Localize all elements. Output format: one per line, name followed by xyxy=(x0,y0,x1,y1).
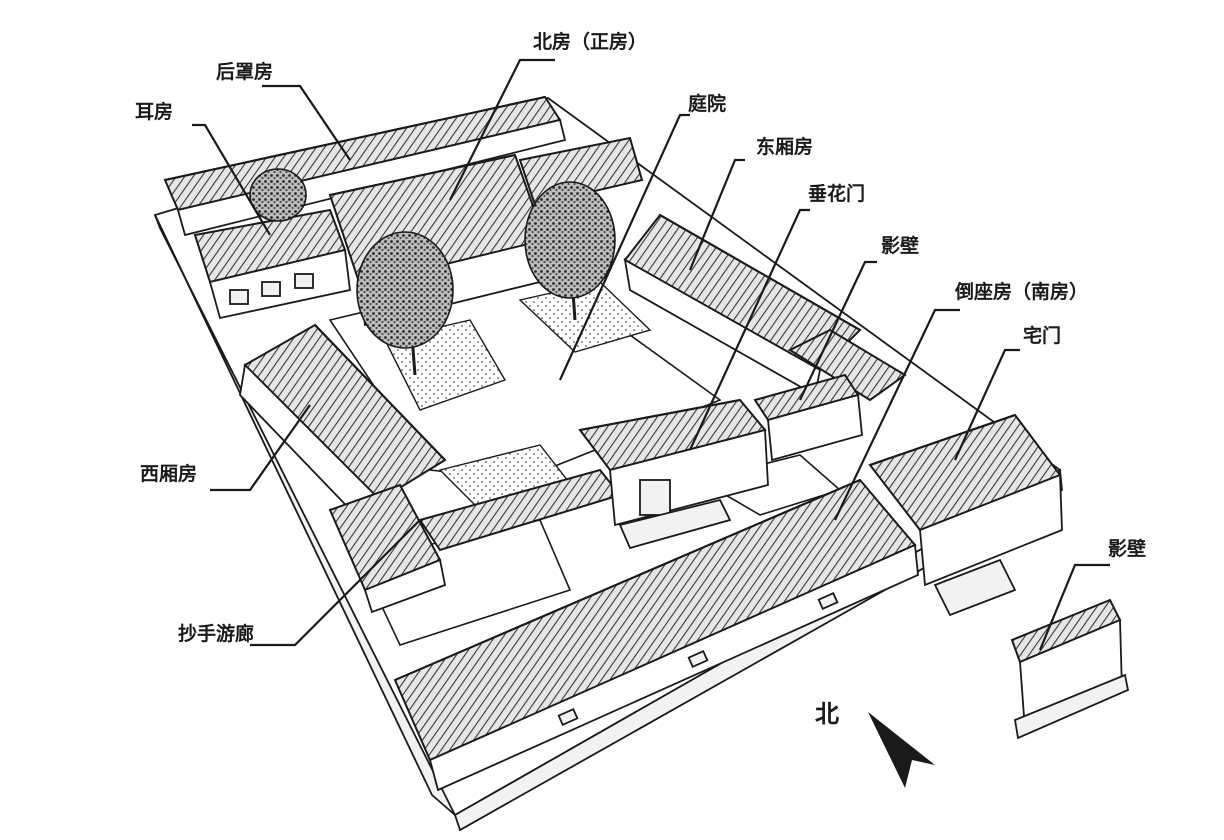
labels: 北房（正房） 后罩房 耳房 庭院 东厢房 垂花门 影壁 倒座房（南房） 宅门 西… xyxy=(135,30,1146,645)
label-veranda: 抄手游廊 xyxy=(178,622,254,645)
north-label: 北 xyxy=(815,700,839,728)
hanging-flower-gate xyxy=(578,398,769,550)
west-wing-house xyxy=(239,323,447,527)
label-ear-house: 耳房 xyxy=(135,100,173,123)
tree-west xyxy=(356,231,454,376)
house-gate xyxy=(868,413,1063,617)
label-house-gate: 宅门 xyxy=(1023,324,1061,347)
outer-screen-wall xyxy=(1010,598,1130,740)
label-screen-wall-inner: 影壁 xyxy=(881,234,919,257)
inner-screen-wall xyxy=(753,373,863,462)
north-arrow: 北 xyxy=(815,700,935,788)
label-north-house: 北房（正房） xyxy=(533,30,647,53)
north-arrow-icon xyxy=(868,712,935,788)
label-courtyard: 庭院 xyxy=(688,92,726,115)
leader-lines xyxy=(192,58,1110,651)
label-east-wing: 东厢房 xyxy=(756,135,813,158)
ear-house xyxy=(193,208,351,320)
label-rear-house: 后罩房 xyxy=(216,60,273,83)
east-wing-house xyxy=(623,213,907,402)
label-west-wing: 西厢房 xyxy=(140,462,197,485)
south-house xyxy=(393,478,919,792)
tree-east xyxy=(524,181,616,321)
tree-rear xyxy=(249,168,307,222)
label-south-house: 倒座房（南房） xyxy=(954,280,1088,303)
veranda xyxy=(328,468,622,614)
label-hanging-flower-gate: 垂花门 xyxy=(808,182,865,205)
label-screen-wall-outer: 影壁 xyxy=(1108,537,1146,560)
